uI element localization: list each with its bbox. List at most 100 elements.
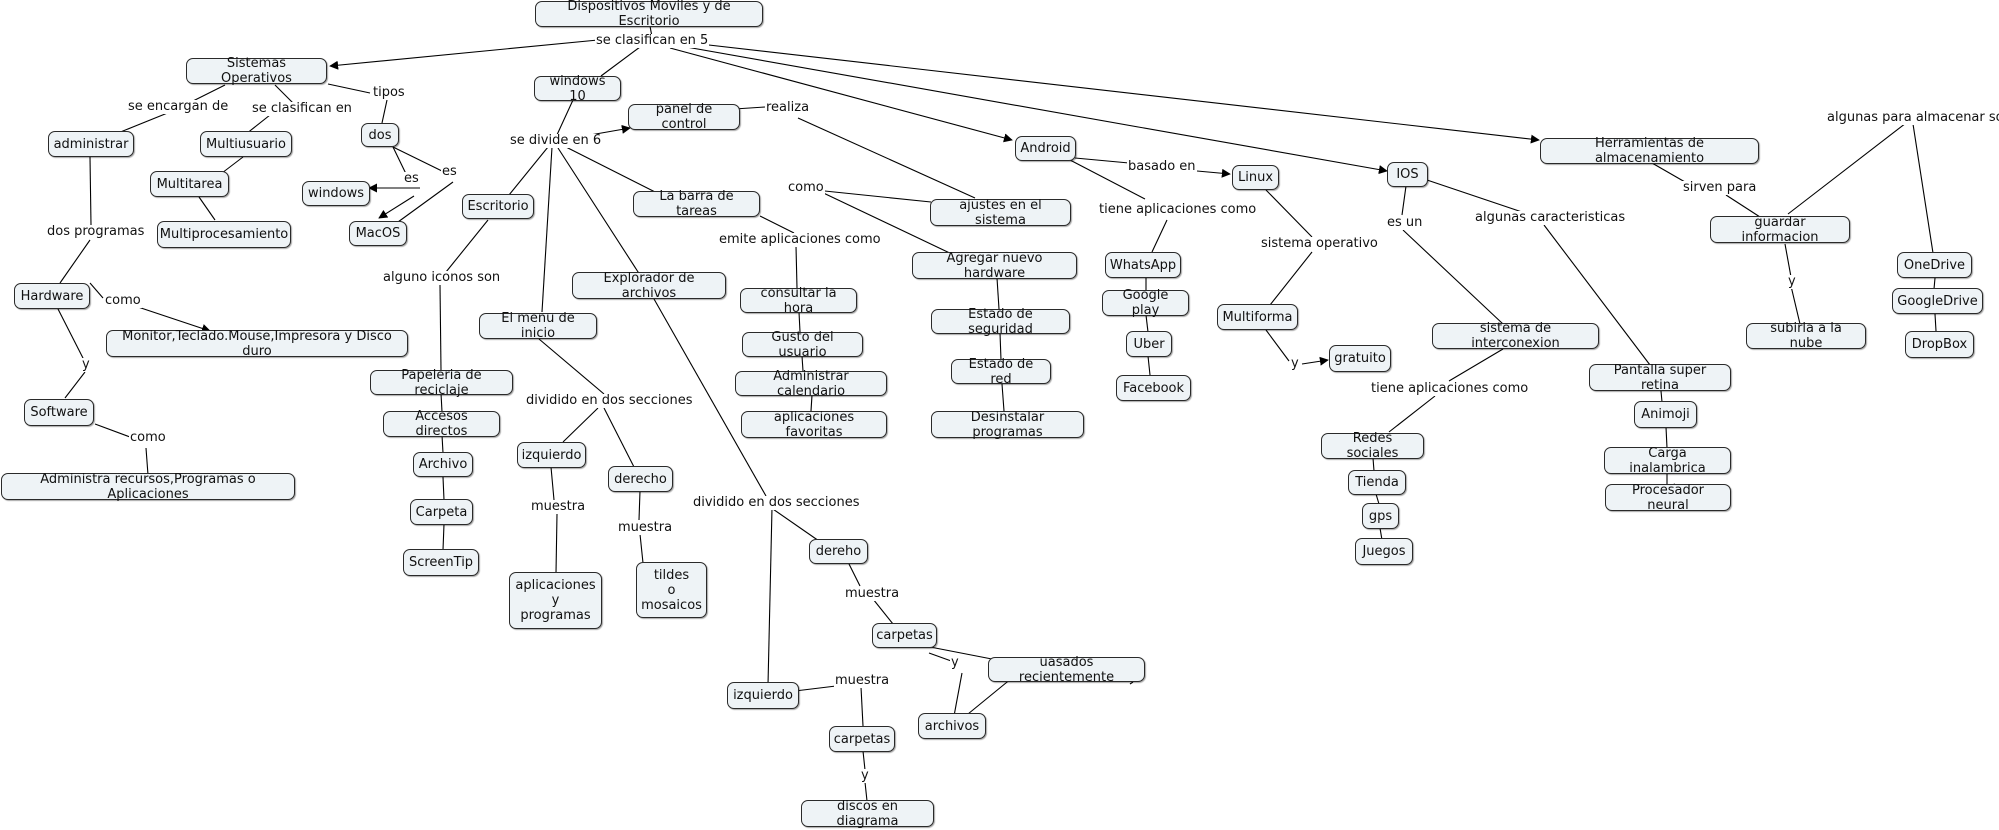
link-basado-en: basado en [1127,159,1197,174]
concept-procesador-neural[interactable]: Procesador neural [1605,483,1731,513]
concept-explorador-de-archivos[interactable]: Explorador de archivos [572,271,726,301]
node-label: Multitarea [156,176,223,192]
concept-derecho-menu[interactable]: derecho [608,466,673,492]
concept-izquierdo-explorador[interactable]: izquierdo [727,682,799,709]
link-y-software: y [81,357,91,372]
concept-papeleria-reciclaje[interactable]: Papeleria de reciclaje [370,367,513,398]
concept-redes-sociales[interactable]: Redes sociales [1321,431,1424,461]
concept-gratuito[interactable]: gratuito [1329,345,1391,372]
concept-dispositivos-moviles-escritorio[interactable]: Dispositivos Moviles y de Escritorio [535,0,763,29]
node-label: windows [307,186,365,201]
concept-barra-de-tareas[interactable]: La barra de tareas [633,189,760,219]
concept-desinstalar-programas[interactable]: Desinstalar programas [931,409,1084,440]
concept-ios[interactable]: IOS [1387,162,1428,187]
concept-google-play[interactable]: Google play [1102,288,1189,318]
node-label: Multiusuario [206,136,286,152]
node-label: Estado de red [968,356,1034,387]
node-label: uasados recientemente [1018,654,1115,685]
concept-agregar-nuevo-hardware[interactable]: Agregar nuevo hardware [912,251,1077,281]
concept-izquierdo-menu[interactable]: izquierdo [517,442,586,468]
link-algunas-caracteristicas: algunas caracteristicas [1474,210,1627,225]
node-label: administrar [53,136,129,152]
concept-onedrive[interactable]: OneDrive [1897,252,1972,278]
node-label: Administra recursos,Programas o Aplicaci… [40,471,256,502]
concept-panel-de-control[interactable]: panel de control [628,102,740,132]
node-label: windows 10 [549,73,606,104]
node-label: El menu de inicio [501,311,575,341]
concept-macos[interactable]: MacOS [349,221,407,246]
concept-guardar-informacion[interactable]: guardar informacion [1710,215,1850,245]
concept-animoji[interactable]: Animoji [1634,401,1697,428]
concept-administrar[interactable]: administrar [48,131,134,157]
concept-carpetas-dereho[interactable]: carpetas [872,623,937,648]
node-label: Dispositivos Moviles y de Escritorio [567,0,731,29]
node-label: gps [1368,508,1393,524]
concept-menu-de-inicio[interactable]: El menu de inicio [479,311,597,341]
concept-monitor-teclado-mouse[interactable]: Monitor,Teclado.Mouse,Impresora y Disco … [106,328,408,359]
node-label: gratuito [1334,351,1386,366]
concept-estado-red[interactable]: Estado de red [951,356,1051,387]
concept-juegos[interactable]: Juegos [1355,538,1413,565]
concept-estado-seguridad[interactable]: Estado de seguridad [931,307,1070,337]
concept-administrar-calendario[interactable]: Administrar calendario [735,368,887,399]
node-label: Papeleria de reciclaje [401,367,482,398]
concept-googledrive[interactable]: GoogleDrive [1892,288,1983,314]
link-muestra-izquierdo-explorador: muestra [834,673,891,688]
node-label: derecho [614,471,667,487]
concept-dos[interactable]: dos [361,123,399,147]
concept-pantalla-super-retina[interactable]: Pantalla super retina [1589,362,1731,393]
node-label: Linux [1237,170,1274,185]
node-label: izquierdo [733,688,793,703]
concept-carpetas-izquierdo[interactable]: carpetas [829,726,895,752]
concept-gps[interactable]: gps [1362,503,1399,529]
concept-herramientas-almacenamiento[interactable]: Herramientas de almacenamiento [1540,136,1759,166]
concept-sistemas-operativos[interactable]: Sistemas Operativos [186,56,327,86]
concept-uber[interactable]: Uber [1126,331,1172,357]
concept-archivos[interactable]: archivos [918,713,986,739]
concept-carpeta[interactable]: Carpeta [410,499,473,525]
link-y-gratuito: y [1290,356,1300,371]
concept-discos-diagrama[interactable]: discos en diagrama [801,799,934,829]
concept-ajustes-sistema[interactable]: ajustes en el sistema [930,198,1071,228]
concept-sistema-interconexion[interactable]: sistema de interconexion [1432,321,1599,351]
link-y-discos: y [860,768,870,783]
concept-escritorio[interactable]: Escritorio [462,194,534,219]
concept-software[interactable]: Software [24,399,94,426]
node-label: Pantalla super retina [1613,362,1707,393]
concept-multiforma[interactable]: Multiforma [1217,304,1298,330]
concept-aplicaciones-favoritas[interactable]: aplicaciones favoritas [741,410,887,440]
concept-screentip[interactable]: ScreenTip [403,549,479,576]
concept-dereho[interactable]: dereho [809,539,868,564]
link-sistema-operativo: sistema operativo [1260,236,1379,251]
concept-tienda[interactable]: Tienda [1348,470,1406,495]
concept-dropbox[interactable]: DropBox [1905,331,1974,358]
link-se-divide-en-6: se divide en 6 [509,133,603,148]
concept-multiusuario[interactable]: Multiusuario [200,131,292,157]
concept-usados-recientemente[interactable]: uasados recientemente [988,654,1145,685]
link-sirven-para: sirven para [1682,180,1758,195]
link-tiene-aplicaciones-android: tiene aplicaciones como [1098,202,1258,217]
concept-subirla-nube[interactable]: subirla a la nube [1746,321,1866,351]
concept-hardware[interactable]: Hardware [14,283,90,309]
concept-windows-10[interactable]: windows 10 [534,73,621,104]
concept-multitarea[interactable]: Multitarea [150,171,229,197]
concept-whatsapp[interactable]: WhatsApp [1105,252,1181,278]
node-label: Desinstalar programas [970,409,1045,440]
node-label: Carga inalambrica [1629,445,1706,476]
node-label: ScreenTip [408,555,474,570]
concept-facebook[interactable]: Facebook [1116,375,1191,401]
concept-consultar-hora[interactable]: consultar la hora [740,286,857,316]
concept-carga-inalambrica[interactable]: Carga inalambrica [1604,445,1731,476]
concept-multiprocesamiento[interactable]: Multiprocesamiento [157,221,291,248]
concept-archivo[interactable]: Archivo [413,452,473,477]
concept-aplicaciones-programas[interactable]: aplicaciones y programas [509,572,602,629]
node-label: Administrar calendario [773,368,849,399]
concept-administra-recursos[interactable]: Administra recursos,Programas o Aplicaci… [1,471,295,502]
concept-android[interactable]: Android [1015,136,1076,161]
concept-windows[interactable]: windows [302,181,370,206]
concept-accesos-directos[interactable]: Accesos directos [383,409,500,439]
concept-tildes-mosaicos[interactable]: tildes o mosaicos [636,562,707,618]
node-label: Monitor,Teclado.Mouse,Impresora y Disco … [122,328,392,359]
concept-linux[interactable]: Linux [1232,165,1279,190]
concept-gusto-usuario[interactable]: Gusto del usuario [742,330,863,360]
